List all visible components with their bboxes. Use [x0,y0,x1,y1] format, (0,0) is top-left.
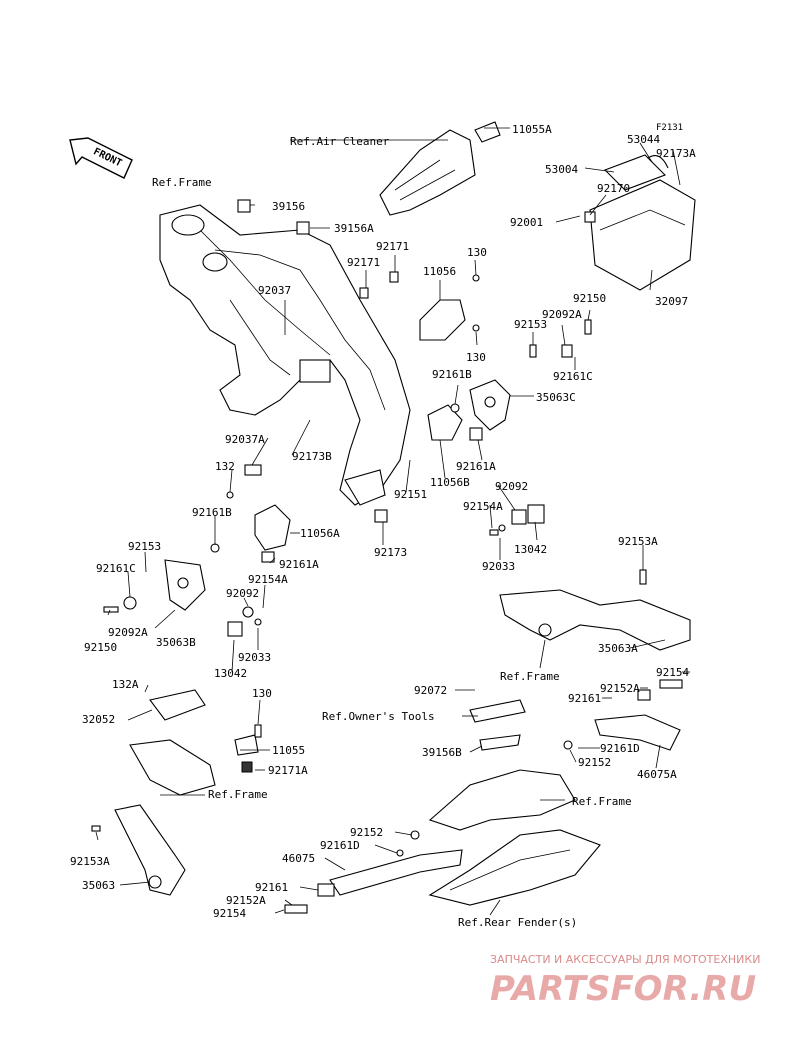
part-label: 92161C [553,370,593,383]
part-label: 11056 [423,265,456,278]
part-label: 92037 [258,284,291,297]
part-label: 92150 [573,292,606,305]
part-label: 92154 [656,666,689,679]
part-label: 11056A [300,527,340,540]
part-label: 92153A [70,855,110,868]
part-label: 32097 [655,295,688,308]
part-label: 11055A [512,123,552,136]
part-label: 13042 [214,667,247,680]
air-cleaner-part [379,121,501,216]
part-label: 132A [112,678,139,691]
part-label: 92161B [192,506,232,519]
part-label: 92170 [597,182,630,195]
part-label: 132 [215,460,235,473]
bracket-11056B [427,404,463,441]
part-label: 92161C [96,562,136,575]
part-label: 130 [467,246,487,259]
part-label: 92154A [463,500,503,513]
part-label: 53004 [545,163,578,176]
ref-frame-left: Ref.Frame [208,788,268,801]
bracket-35063C [469,379,511,431]
part-label: 92154A [248,573,288,586]
part-label: 11055 [272,744,305,757]
part-label: 13042 [514,543,547,556]
part-label: 92001 [510,216,543,229]
main-frame-drawing [159,204,411,506]
part-label: 92171A [268,764,308,777]
bracket-11056 [419,299,466,341]
part-label: 92152A [600,682,640,695]
ref-air-cleaner: Ref.Air Cleaner [290,135,390,148]
part-label: 92173 [374,546,407,559]
part-label: 35063C [536,391,576,404]
part-label: 92033 [482,560,515,573]
part-label: 92161 [568,692,601,705]
part-label: 130 [252,687,272,700]
part-label: 92161A [456,460,496,473]
part-label: 92161 [255,881,288,894]
part-label: 92161D [600,742,640,755]
part-label: 92171 [376,240,409,253]
part-label: 92092A [108,626,148,639]
part-label: 35063B [156,636,196,649]
part-label: 39156 [272,200,305,213]
bracket-11056A [254,504,291,551]
part-label: 92151 [394,488,427,501]
part-label: 11056B [430,476,470,489]
part-label: 92092 [495,480,528,493]
diagram-code: F2131 [656,123,683,133]
bracket-35063B [164,559,206,611]
watermark-logo: PARTSFOR.RU [490,969,756,1009]
part-label: 92153A [618,535,658,548]
bracket-35063A [499,589,691,651]
part-label: 92161B [432,368,472,381]
hardware-bits [91,199,683,914]
part-label: 92033 [238,651,271,664]
part-label: 92150 [84,641,117,654]
part-label: 39156B [422,746,462,759]
ref-owners-tools: Ref.Owner's Tools [322,710,435,723]
part-label: 130 [466,351,486,364]
part-label: 35063A [598,642,638,655]
part-label: 92152A [226,894,266,907]
part-label: 46075 [282,852,315,865]
part-label: 92173B [292,450,332,463]
part-label: 92154 [213,907,246,920]
part-label: 92092A [542,308,582,321]
part-label: 35063 [82,879,115,892]
ref-frame-seat: Ref.Frame [572,795,632,808]
part-label: 92152 [350,826,383,839]
ref-frame-right: Ref.Frame [500,670,560,683]
leader-lines [95,127,690,916]
part-label: 46075A [637,768,677,781]
part-label: 92072 [414,684,447,697]
rear-fender-part [428,829,601,906]
part-label: 92173A [656,147,696,160]
part-label: 53044 [627,133,660,146]
part-label: 92092 [226,587,259,600]
part-label: 39156A [334,222,374,235]
part-label: 92153 [514,318,547,331]
part-label: 92171 [347,256,380,269]
bracket-32052 [129,689,259,796]
ref-frame-top: Ref.Frame [152,176,212,189]
ref-rear-fender: Ref.Rear Fender(s) [458,916,577,929]
part-label: 92037A [225,433,265,446]
part-label: 32052 [82,713,115,726]
footrest-46075 [329,849,463,896]
part-label: 92161A [279,558,319,571]
tool-tray-part [428,699,576,831]
front-arrow-icon: FRONT [69,137,133,179]
bracket-35063 [114,804,186,896]
part-label: 92161D [320,839,360,852]
watermark-tagline: ЗАПЧАСТИ И АКСЕССУАРЫ ДЛЯ МОТОТЕХНИКИ [490,953,760,966]
footrest-46075A [594,714,681,751]
part-label: 92152 [578,756,611,769]
part-label: 92153 [128,540,161,553]
battery-case-part [584,154,696,291]
